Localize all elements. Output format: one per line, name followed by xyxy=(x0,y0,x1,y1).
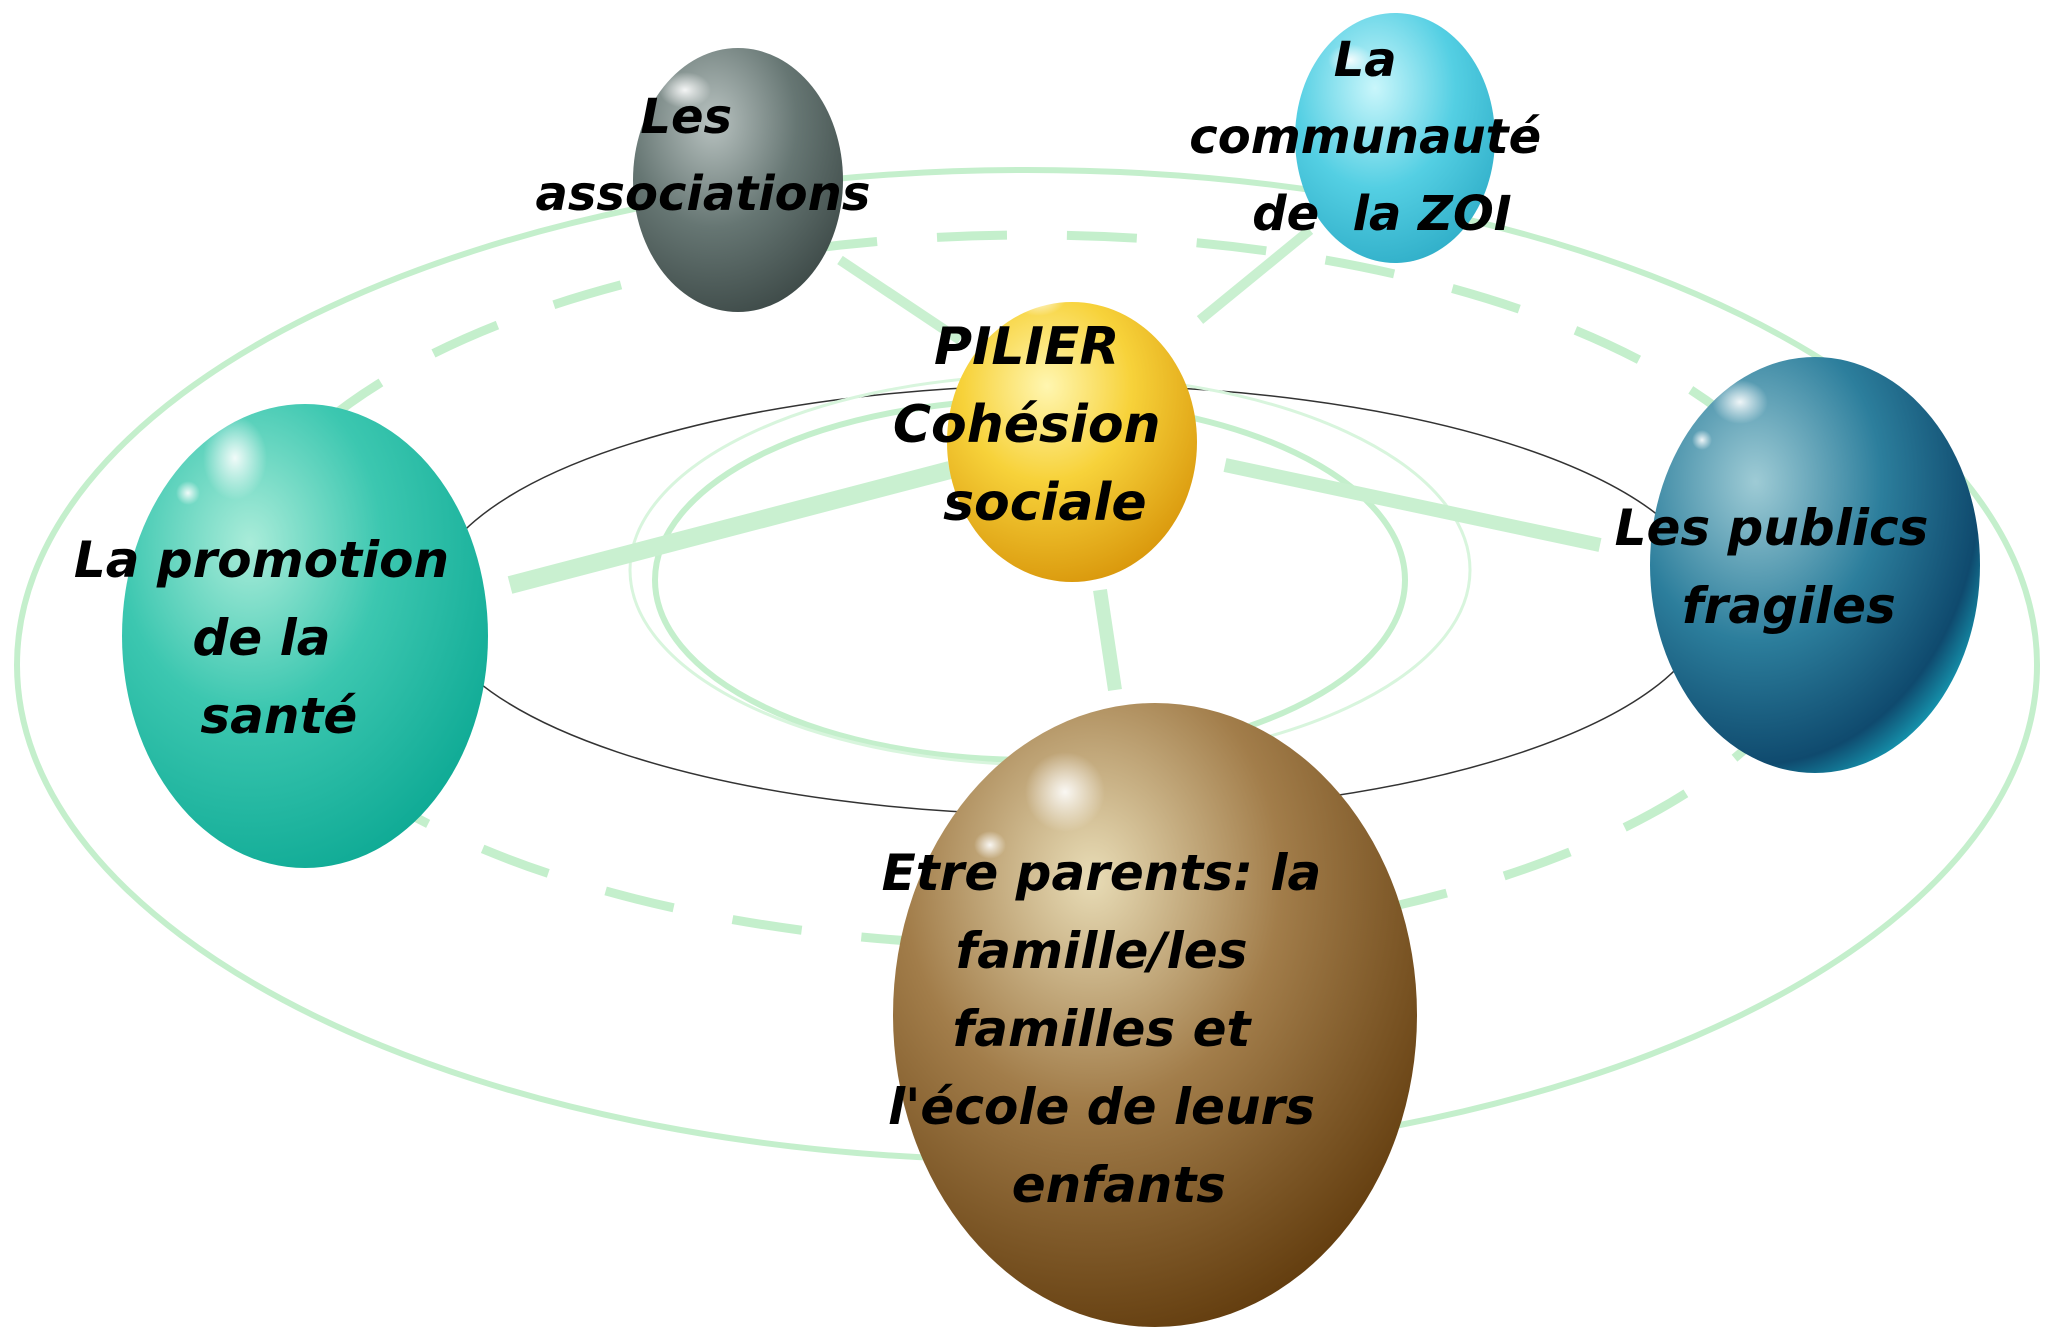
label-promotion-sante: La promotion de la santé xyxy=(74,0,536,745)
connector-associations xyxy=(837,255,963,345)
connector-parents xyxy=(1093,588,1122,692)
sphere-promotion-sante xyxy=(122,404,488,868)
label-etre-parents: Etre parents: la famille/les familles et… xyxy=(882,0,1409,1214)
label-communaute: La communauté de la ZOI xyxy=(1189,0,1624,242)
label-center: PILIER Cohésion sociale xyxy=(893,0,1251,533)
label-publics-fragiles: Les publics fragiles xyxy=(1615,0,2016,635)
sphere-etre-parents xyxy=(893,703,1417,1327)
connector-sante xyxy=(507,461,953,594)
connector-communaute xyxy=(1196,226,1314,324)
sphere-communaute xyxy=(1295,13,1495,263)
connector-publics xyxy=(1223,458,1602,552)
connectors xyxy=(507,226,1602,692)
sphere-associations xyxy=(633,48,843,312)
sphere-publics-fragiles xyxy=(1650,357,1980,773)
sphere-center xyxy=(947,280,1197,582)
label-associations: Les associations xyxy=(535,0,920,222)
